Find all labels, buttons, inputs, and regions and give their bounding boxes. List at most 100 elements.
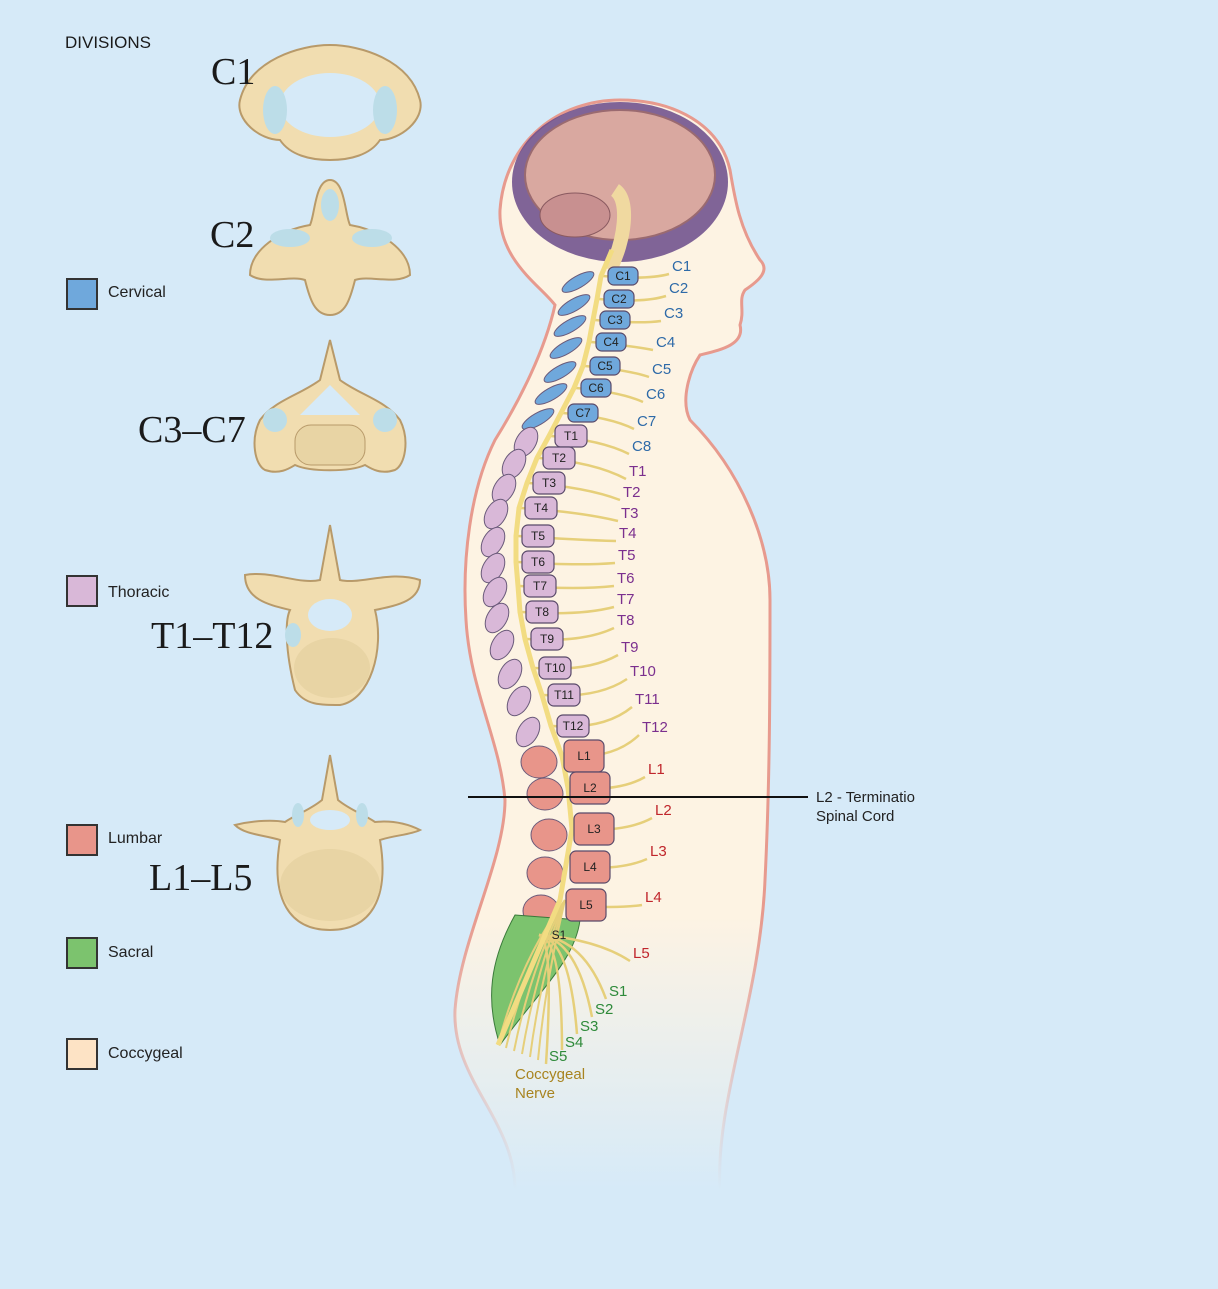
nerve-label-coccygeal: Nerve [515, 1085, 556, 1102]
vertebra-label: T7 [532, 579, 548, 593]
spinous-process [526, 856, 564, 890]
legend-swatch-thoracic [66, 575, 98, 607]
vertebral-body [538, 656, 572, 680]
spinous-process [489, 629, 515, 661]
c3-c7-body [294, 424, 366, 466]
legend-label-cervical: Cervical [108, 284, 166, 301]
nerve-label-thoracic: T2 [623, 484, 641, 501]
spinous-process [543, 361, 577, 383]
vertebral-body [532, 471, 566, 495]
nerve-label-cervical: C2 [669, 280, 689, 297]
spinous-process [561, 271, 595, 293]
vertebral-body [525, 600, 559, 624]
vertebra-label: L5 [579, 898, 593, 912]
legend-label-lumbar: Lumbar [108, 830, 163, 847]
divisions-title: DIVISIONS [65, 33, 151, 52]
c1-foramen [280, 73, 380, 137]
vertebral-body [567, 403, 599, 423]
nerve-label-cervical: C8 [632, 438, 652, 455]
vertebral-body [569, 850, 611, 884]
spinous-process [521, 408, 555, 430]
vertebra-label: T11 [554, 688, 574, 702]
vertebra-label: L3 [587, 822, 601, 836]
c3-c7-foramen [300, 385, 360, 415]
nerve-label-cervical: C6 [646, 386, 666, 403]
vertebra-label: T5 [530, 529, 546, 543]
vertebra-label: T12 [562, 719, 584, 733]
spinous-process [553, 315, 587, 337]
vertebral-body [530, 627, 564, 651]
c1-facet [263, 86, 287, 134]
termination-line2: Spinal Cord [816, 808, 895, 825]
nerve-label-lumbar: L3 [650, 843, 667, 860]
spinous-process [557, 294, 591, 316]
cauda-equina-nerve [513, 899, 566, 1052]
c2-dens [321, 189, 339, 221]
t1-t12-foramen [308, 599, 352, 631]
spinous-process [506, 685, 532, 717]
vertebra-title-c1: C1 [211, 51, 256, 93]
nerve-label-sacral: S4 [565, 1034, 584, 1051]
l1-l5-foramen [310, 810, 350, 830]
nerve-label-lumbar: L1 [648, 761, 665, 778]
nerve-label-thoracic: T10 [630, 663, 656, 680]
nerve-label-coccygeal: Coccygeal [515, 1066, 586, 1083]
legend-swatch-cervical [66, 278, 98, 310]
spinous-process [480, 552, 506, 584]
nerve-label-sacral: S5 [549, 1048, 568, 1065]
spinous-process [497, 658, 523, 690]
vertebra-label: S1 [551, 928, 567, 942]
nerve-label-thoracic: T8 [617, 612, 635, 629]
vertebral-body [521, 524, 555, 548]
vertebra-title-l1-l5: L1–L5 [149, 857, 253, 899]
nerve-label-lumbar: L5 [633, 945, 650, 962]
vertebra-label: C3 [607, 313, 623, 327]
vertebral-body [607, 266, 639, 286]
spinous-process [549, 337, 583, 359]
nerve-label-cervical: C3 [664, 305, 684, 322]
l1-l5-body [280, 849, 380, 921]
vertebra-label: C4 [603, 335, 619, 349]
legend-swatch-coccygeal [66, 1038, 98, 1070]
termination-label: L2 - Terminatio Spinal Cord [816, 788, 915, 826]
c3-c7-facet [263, 408, 287, 432]
vertebral-body [523, 574, 557, 598]
spinous-process [526, 777, 564, 811]
nerve-label-thoracic: T5 [618, 547, 636, 564]
brainstem [603, 184, 632, 274]
vertebra-label: L2 [583, 781, 597, 795]
vertebra-label: C6 [588, 381, 604, 395]
c3-c7-facet [373, 408, 397, 432]
c2-facet [270, 229, 310, 247]
l1-l5-facet [292, 803, 304, 827]
vertebral-body [603, 289, 635, 309]
vertebra-label: L4 [583, 860, 597, 874]
nerve-label-lumbar: L4 [645, 889, 662, 906]
nerve-label-sacral: S3 [580, 1018, 599, 1035]
l1-l5-facet [356, 803, 368, 827]
cauda-equina-nerve [521, 899, 566, 1055]
cauda-equina-nerve [529, 899, 566, 1058]
nerve-label-thoracic: T7 [617, 591, 635, 608]
spinous-process [483, 498, 509, 530]
vertebra-title-c2: C2 [210, 214, 255, 256]
legend-label-thoracic: Thoracic [108, 584, 170, 601]
vertebral-body [599, 310, 631, 330]
spinous-process [482, 576, 508, 608]
nerve-label-cervical: C1 [672, 258, 692, 275]
nerve-label-sacral: S2 [595, 1001, 614, 1018]
vertebra-label: L1 [577, 749, 591, 763]
cerebellum [539, 192, 611, 238]
vertebra-label: T10 [544, 661, 566, 675]
vertebra-label: C1 [615, 269, 631, 283]
vertebral-body [565, 888, 607, 922]
vertebra-label: T4 [533, 501, 549, 515]
nerve-label-thoracic: T11 [635, 691, 660, 708]
legend-swatch-lumbar [66, 824, 98, 856]
nerve-label-thoracic: T12 [642, 719, 668, 736]
vertebral-body [556, 714, 590, 738]
c2-facet [352, 229, 392, 247]
legend-label-sacral: Sacral [108, 944, 154, 961]
vertebral-body [589, 356, 621, 376]
